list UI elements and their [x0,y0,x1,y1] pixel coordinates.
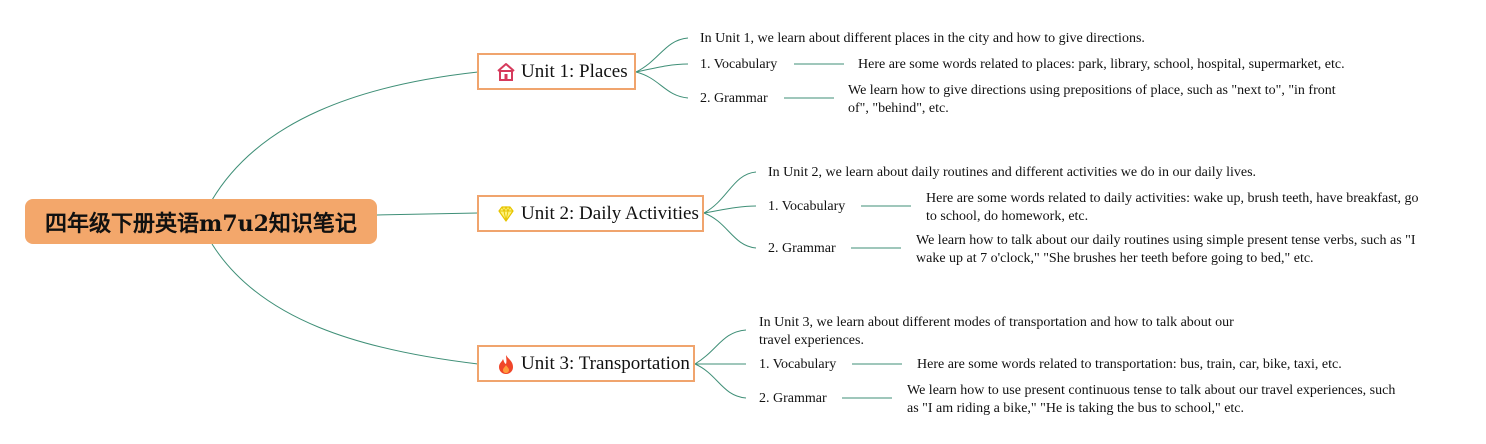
unit-1-grammar-text: We learn how to give directions using pr… [848,83,1336,116]
unit-1-title: Unit 1: Places [521,60,628,82]
unit-3-vocabulary-label: 1. Vocabulary [759,357,837,372]
unit-2-vocabulary-text: Here are some words related to daily act… [926,191,1419,224]
connector-unit1-vocab [635,63,689,73]
unit-1-vocabulary-text: Here are some words related to places: p… [858,57,1345,72]
unit-1-topic[interactable]: Unit 1: Places [477,53,636,90]
diamond-icon [495,203,517,225]
unit-1-intro: In Unit 1, we learn about different plac… [700,31,1145,46]
connector-root-unit2 [376,212,479,216]
connector-unit1-intro [635,37,689,73]
unit-2-intro: In Unit 2, we learn about daily routines… [768,165,1257,180]
house-icon [495,61,517,83]
unit-2-grammar-text: We learn how to talk about our daily rou… [916,233,1416,265]
unit-2-vocabulary-label: 1. Vocabulary [768,199,846,214]
connector-unit3-intro [694,329,747,365]
unit-3-topic[interactable]: Unit 3: Transportation [477,345,695,382]
unit-2-topic[interactable]: Unit 2: Daily Activities [477,195,704,232]
connector-unit2-intro [703,171,757,214]
unit-3-grammar-text: We learn how to use present continuous t… [907,383,1396,415]
fire-icon [495,353,517,375]
unit-2-title: Unit 2: Daily Activities [521,202,699,224]
unit-3-vocabulary-text: Here are some words related to transport… [917,357,1342,372]
unit-3-grammar-label: 2. Grammar [759,391,827,406]
connector-unit3-grammar [694,363,747,399]
unit-3-intro: In Unit 3, we learn about different mode… [759,315,1234,348]
connector-unit1-grammar [635,71,689,99]
unit-2-grammar-label: 2. Grammar [768,241,836,256]
connector-unit2-vocab [703,205,757,214]
unit-1-grammar-label: 2. Grammar [700,91,768,106]
unit-3-title: Unit 3: Transportation [521,352,690,374]
root-topic[interactable]: 四年级下册英语m7u2知识笔记 [25,199,377,244]
connector-root-unit3 [211,243,479,365]
unit-1-vocabulary-label: 1. Vocabulary [700,57,778,72]
connector-unit2-grammar [703,212,757,249]
connector-root-unit1 [211,71,479,201]
